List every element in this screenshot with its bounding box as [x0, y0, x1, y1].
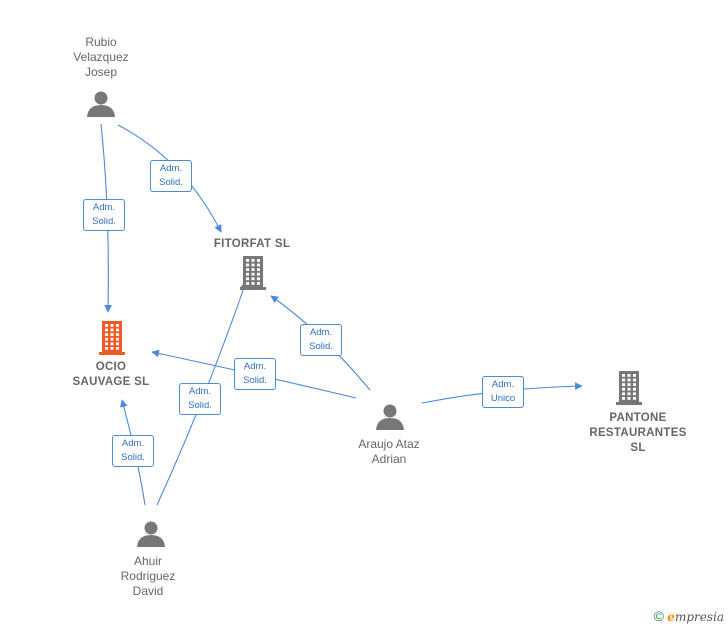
- person-icon[interactable]: [376, 404, 404, 431]
- node-label-araujo[interactable]: Araujo Ataz Adrian: [358, 437, 420, 466]
- person-icon[interactable]: [87, 91, 115, 118]
- edge-label-araujo-pantone: Adm. Unico: [482, 376, 524, 408]
- person-icon[interactable]: [137, 521, 165, 548]
- brand-logo-text: mpresia: [674, 610, 724, 624]
- building-icon[interactable]: [616, 371, 642, 405]
- copyright-icon: ©: [653, 608, 664, 624]
- node-label-ahuir[interactable]: Ahuir Rodriguez David: [120, 554, 176, 598]
- node-label-pantone[interactable]: PANTONE RESTAURANTES SL: [589, 412, 687, 454]
- node-label-rubio[interactable]: Rubio Velazquez Josep: [73, 35, 129, 79]
- node-label-ocio[interactable]: OCIO SAUVAGE SL: [72, 361, 150, 388]
- building-icon[interactable]: [240, 256, 266, 290]
- edge-label-araujo-fitorfat: Adm. Solid.: [300, 324, 342, 356]
- empresia-watermark: © empresia: [654, 608, 724, 624]
- edge-label-araujo-ocio: Adm. Solid.: [234, 358, 276, 390]
- node-label-fitorfat[interactable]: FITORFAT SL: [213, 238, 291, 250]
- building-icon[interactable]: [99, 321, 125, 355]
- brand-logo-e: e: [667, 610, 675, 624]
- edge-label-rubio-ocio: Adm. Solid.: [83, 199, 125, 231]
- edge-label-rubio-fitorfat: Adm. Solid.: [150, 160, 192, 192]
- edge-label-ahuir-ocio: Adm. Solid.: [112, 435, 154, 467]
- edge-label-ahuir-fitorfat: Adm. Solid.: [179, 383, 221, 415]
